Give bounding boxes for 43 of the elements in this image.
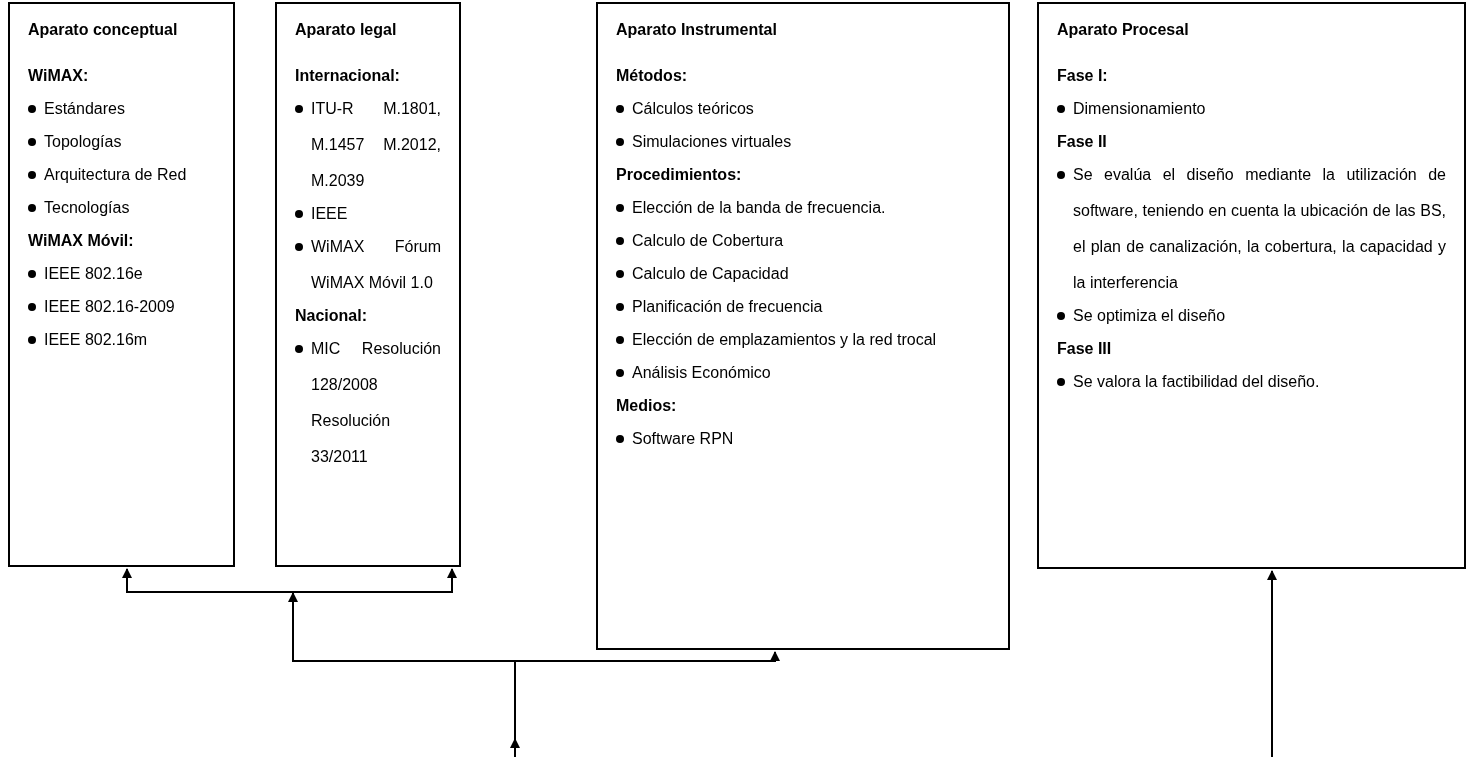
box-title: Aparato Procesal [1057,20,1190,40]
box-title: Aparato legal [295,20,398,40]
bullet-text: Tecnologías [44,198,130,218]
bullet-text: ITU-R M.1801, M.1457 M.2012, M.2039 [311,99,441,191]
section-heading: WiMAX Móvil: [28,231,135,251]
bullet-text: Simulaciones virtuales [632,132,792,152]
text-box [1037,2,1466,569]
bullet-text: IEEE 802.16e [44,264,143,284]
bullet-text: IEEE [311,204,348,224]
bullet-text: Arquitectura de Red [44,165,187,185]
bullet-text: Elección de emplazamientos y la red trocal [632,330,937,350]
connector-arrow [1267,570,1277,757]
bullet-text: Estándares [44,99,125,119]
text-box [8,2,235,567]
section-heading: Procedimientos: [616,165,743,185]
section-heading: Fase III [1057,339,1113,359]
bullet-text: IEEE 802.16-2009 [44,297,175,317]
bullet-text: Planificación de frecuencia [632,297,823,317]
box-title: Aparato conceptual [28,20,179,40]
bullet-text: Topologías [44,132,122,152]
bullet-text: Dimensionamiento [1073,99,1206,119]
bullet-text: MIC Resolución 128/2008 Resolución 33/2011 [311,339,441,467]
section-heading: Internacional: [295,66,401,86]
box-title: Aparato Instrumental [616,20,778,40]
bullet-text: Software RPN [632,429,734,449]
section-heading: Fase II [1057,132,1108,152]
bullet-text: IEEE 802.16m [44,330,148,350]
section-heading: Fase I: [1057,66,1109,86]
bullet-text: Se optimiza el diseño [1073,306,1226,326]
bullet-text: WiMAX Fórum WiMAX Móvil 1.0 [311,237,441,293]
section-heading: WiMAX: [28,66,90,86]
bullet-text: Se evalúa el diseño mediante la utilización de software, teniendo en cuenta la ubicación de las BS, el plan de canalización, la cobertura, la capacidad y la interferencia [1073,165,1446,293]
section-heading: Nacional: [295,306,368,326]
bullet-text: Análisis Económico [632,363,771,383]
bullet-text: Se valora la factibilidad del diseño. [1073,372,1320,392]
text-box [275,2,461,567]
bullet-text: Cálculos teóricos [632,99,754,119]
section-heading: Métodos: [616,66,689,86]
bullet-text: Calculo de Cobertura [632,231,784,251]
section-heading: Medios: [616,396,678,416]
bullet-text: Calculo de Capacidad [632,264,789,284]
bullet-text: Elección de la banda de frecuencia. [632,198,886,218]
text-box [596,2,1010,650]
